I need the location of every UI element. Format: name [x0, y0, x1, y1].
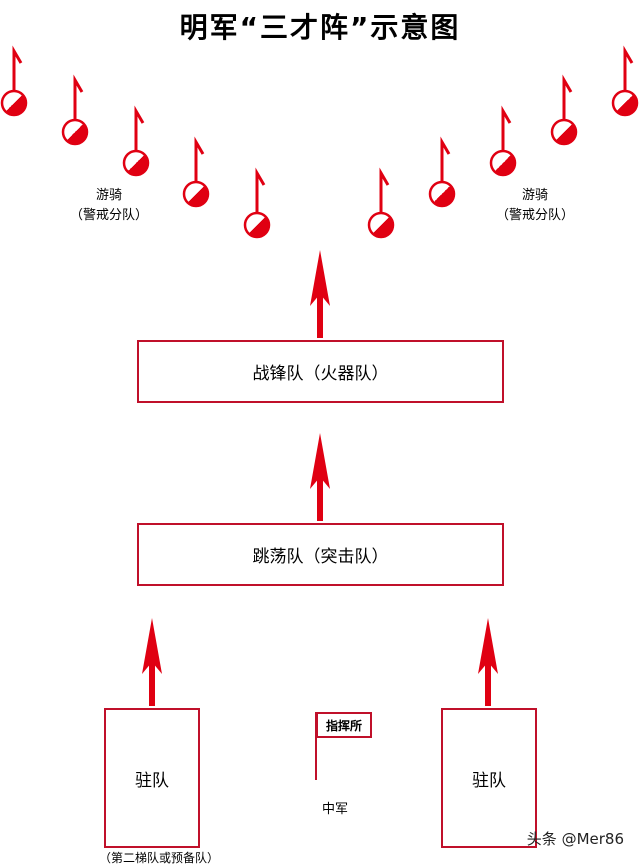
scout-sub-right: （警戒分队） [495, 208, 574, 223]
scout-name-left: 游骑 [95, 188, 122, 203]
advance-arrows [142, 250, 498, 706]
scout-flag [489, 105, 517, 177]
advance-arrow [310, 433, 330, 521]
scout-label-left: 游骑 （警戒分队） [54, 186, 164, 226]
scout-flag [550, 74, 578, 146]
scout-flag [122, 105, 150, 177]
command-post-flag: 指挥所 [316, 712, 372, 738]
reserve-note: （第二梯队或预备队） [98, 851, 219, 865]
watermark: 头条 @Mer86 [526, 830, 624, 848]
advance-arrow [142, 618, 162, 706]
vanguard-box: 战锋队（火器队） [137, 340, 504, 403]
center-army-label: 中军 [321, 802, 348, 817]
scout-flag [367, 167, 395, 239]
advance-arrow [478, 618, 498, 706]
scout-flag [182, 136, 210, 208]
scout-sub-left: （警戒分队） [69, 208, 148, 223]
scout-label-right: 游骑 （警戒分队） [480, 186, 590, 226]
garrison-left-box: 驻队 [104, 708, 200, 848]
scout-flag [61, 74, 89, 146]
page-title: 明军“三才阵”示意图 [179, 11, 461, 44]
garrison-right-box: 驻队 [441, 708, 537, 848]
scout-flag [0, 45, 28, 117]
scout-name-right: 游骑 [521, 188, 548, 203]
scout-flag [243, 167, 271, 239]
scout-flag [428, 136, 456, 208]
assault-box: 跳荡队（突击队） [137, 523, 504, 586]
advance-arrow [310, 250, 330, 338]
scout-flag [611, 45, 639, 117]
scout-flags [0, 45, 639, 239]
